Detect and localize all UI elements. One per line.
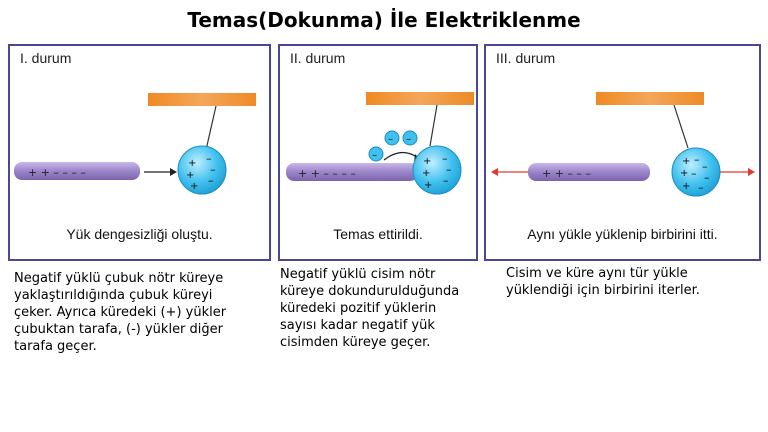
diagram-case-1: + + – – – – + + + – – –	[14, 93, 256, 195]
electron-icon	[402, 130, 418, 146]
sphere-charges-plus: +	[186, 170, 194, 181]
neutral-sphere	[177, 145, 227, 195]
sphere-charges-plus: +	[423, 156, 431, 167]
sphere-charges-plus: +	[422, 168, 430, 179]
description-case-2: Negatif yüklü cisim nötr küreye dokundur…	[280, 267, 460, 350]
sphere-charges-plus: +	[682, 156, 690, 167]
panel-case-1: + + – – – – + + + – – – I. durum Yük den…	[8, 44, 271, 261]
rod-charges: + + – – – –	[28, 166, 86, 179]
sphere-charges-plus: +	[680, 168, 688, 179]
sphere-charges-plus: +	[190, 181, 198, 192]
sphere-charges-plus: +	[188, 158, 196, 169]
diagram-case-2: + + – – – – – – – + + + – – –	[286, 92, 474, 195]
sphere-charges-minus: –	[442, 152, 448, 165]
electron-sign: –	[388, 134, 393, 145]
electron-icon	[368, 146, 384, 162]
approach-arrow-head	[170, 168, 177, 176]
panel-caption: Temas ettirildi.	[333, 226, 423, 242]
thread	[429, 104, 438, 147]
charged-rod	[14, 162, 140, 180]
panel-label: II. durum	[290, 50, 346, 66]
electron-icon	[384, 130, 400, 146]
sphere-charges-minus: –	[704, 171, 710, 184]
description-case-3: Cisim ve küre aynı tür yükle yüklendiği …	[506, 266, 700, 298]
rod-charges: + + – – –	[542, 167, 591, 180]
page-title: Temas(Dokunma) İle Elektriklenme	[187, 8, 581, 32]
sphere-charges-minus: –	[443, 174, 449, 187]
sphere	[412, 145, 462, 195]
sphere-charges-minus: –	[446, 163, 452, 176]
panel-caption: Yük dengesizliği oluştu.	[66, 226, 213, 242]
diagram-case-3: + + – – – + + + – – – – –	[491, 92, 755, 197]
panel-label: I. durum	[20, 50, 72, 66]
sphere-charges-plus: +	[424, 180, 432, 191]
sphere-charges-minus: –	[210, 163, 216, 176]
wooden-support	[148, 93, 256, 106]
sphere-charges-minus: –	[206, 152, 212, 165]
sphere-charges-minus: –	[702, 160, 708, 173]
thread	[205, 105, 217, 151]
wooden-support	[596, 92, 704, 105]
rod-charges: + + – – – –	[298, 167, 356, 180]
charged-rod	[528, 163, 650, 181]
sphere-charges-minus: –	[698, 181, 704, 194]
repel-arrow-left-head	[491, 168, 498, 176]
repel-arrow-right-head	[748, 168, 755, 176]
wooden-support	[366, 92, 474, 105]
panel-case-3: + + – – – + + + – – – – – III. durum Ayn…	[484, 44, 761, 261]
panel-case-2: + + – – – – – – – + + + – – – II. durum …	[278, 44, 478, 261]
panel-label: III. durum	[496, 50, 556, 66]
thread	[673, 104, 689, 149]
sphere-charges-plus: +	[682, 181, 690, 192]
sphere-charges-minus: –	[208, 174, 214, 187]
sphere-charges-minus: –	[694, 153, 700, 166]
panel-caption: Aynı yükle yüklenip birbirini itti.	[527, 226, 718, 242]
description-case-1: Negatif yüklü çubuk nötr küreye yaklaştı…	[14, 271, 227, 354]
electron-sign: –	[372, 150, 377, 161]
transfer-arrow	[383, 151, 419, 161]
electron-sign: –	[406, 134, 411, 145]
charged-rod	[286, 163, 418, 181]
sphere-charges-minus: –	[691, 167, 697, 180]
